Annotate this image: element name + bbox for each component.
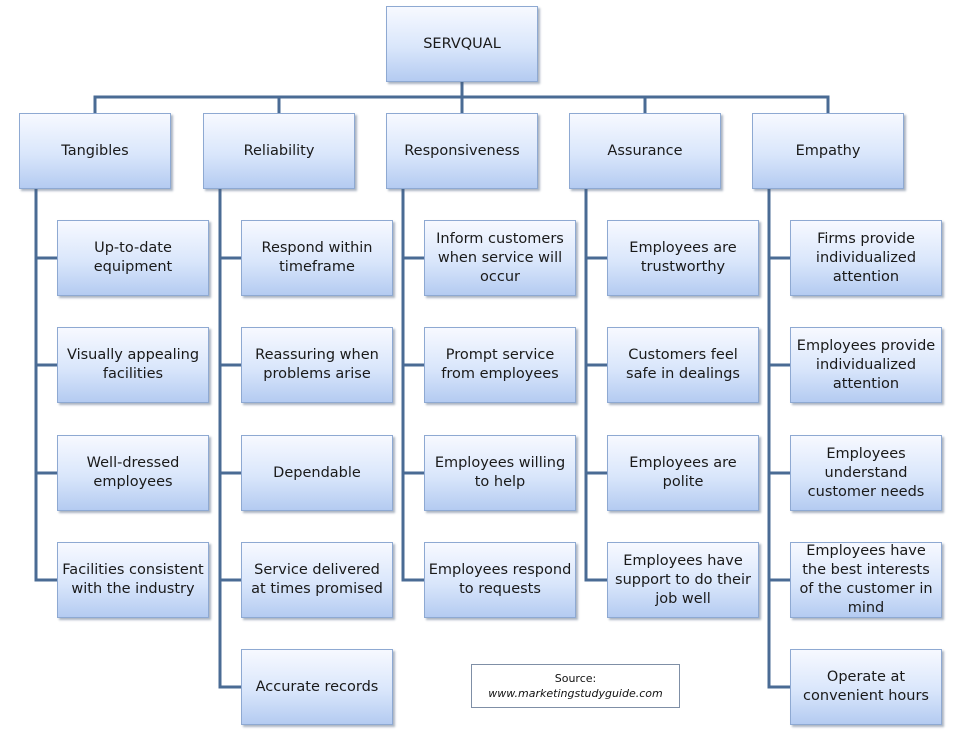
attribute-box: Facilities consistent with the industry xyxy=(57,542,209,618)
attribute-box: Employees have the best interests of the… xyxy=(790,542,942,618)
attribute-box: Operate at convenient hours xyxy=(790,649,942,725)
attribute-box: Employees have support to do their job w… xyxy=(607,542,759,618)
attribute-box: Dependable xyxy=(241,435,393,511)
dimension-header-assurance: Assurance xyxy=(569,113,721,189)
dimension-header-empathy: Empathy xyxy=(752,113,904,189)
attribute-box: Accurate records xyxy=(241,649,393,725)
attribute-box: Employees are trustworthy xyxy=(607,220,759,296)
dimension-header-responsiveness: Responsiveness xyxy=(386,113,538,189)
attribute-box: Service delivered at times promised xyxy=(241,542,393,618)
attribute-box: Employees willing to help xyxy=(424,435,576,511)
attribute-box: Well-dressed employees xyxy=(57,435,209,511)
attribute-box: Up-to-date equipment xyxy=(57,220,209,296)
attribute-box: Employees provide individualized attenti… xyxy=(790,327,942,403)
attribute-box: Prompt service from employees xyxy=(424,327,576,403)
dimension-header-reliability: Reliability xyxy=(203,113,355,189)
attribute-box: Firms provide individualized attention xyxy=(790,220,942,296)
source-box: Source: www.marketingstudyguide.com xyxy=(471,664,680,708)
attribute-box: Employees understand customer needs xyxy=(790,435,942,511)
attribute-box: Employees are polite xyxy=(607,435,759,511)
source-label: Source: xyxy=(554,672,597,685)
attribute-box: Customers feel safe in dealings xyxy=(607,327,759,403)
attribute-box: Reassuring when problems arise xyxy=(241,327,393,403)
attribute-box: Employees respond to requests xyxy=(424,542,576,618)
source-url: www.marketingstudyguide.com xyxy=(488,687,663,700)
attribute-box: Inform customers when service will occur xyxy=(424,220,576,296)
attribute-box: Visually appealing facilities xyxy=(57,327,209,403)
root-node-servqual: SERVQUAL xyxy=(386,6,538,82)
dimension-header-tangibles: Tangibles xyxy=(19,113,171,189)
attribute-box: Respond within timeframe xyxy=(241,220,393,296)
